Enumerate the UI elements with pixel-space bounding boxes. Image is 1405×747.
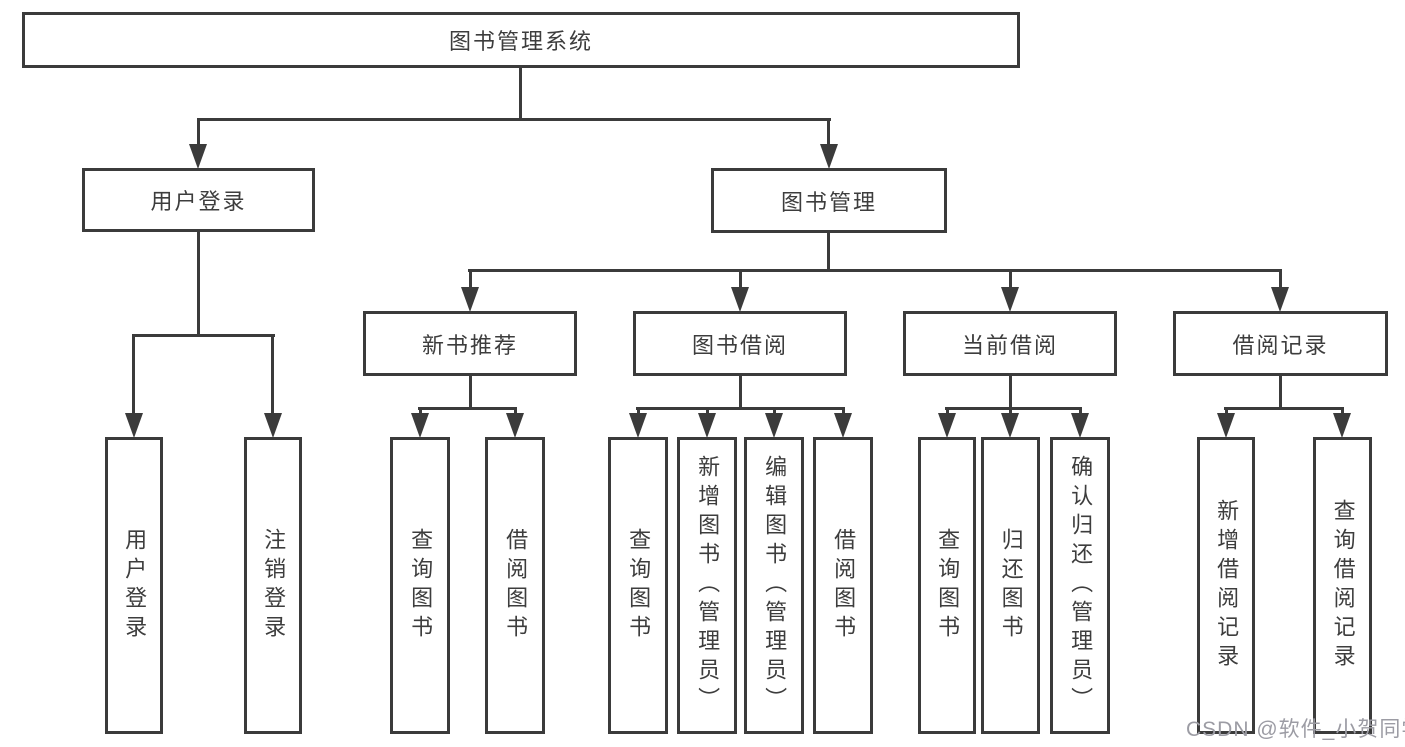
node-library-management-system: 图书管理系统 — [22, 12, 1020, 68]
arrow-into-leaf-borrow-book-borrowing — [834, 413, 852, 438]
connector-user-login-branch — [132, 334, 275, 337]
leaf-borrow-book-borrowing: 借阅图书 — [813, 437, 873, 734]
connector-drop-leaf — [1225, 407, 1228, 417]
arrow-into-leaf-query-books-current — [938, 413, 956, 438]
connector-new-book-recommend-branch — [418, 407, 517, 410]
arrow-into-leaf-logout — [264, 413, 282, 438]
leaf-label: 新增借阅记录 — [1214, 498, 1240, 673]
connector-borrowing-records-stem — [1279, 374, 1282, 410]
connector-drop-book-borrowing — [739, 269, 742, 291]
leaf-query-books-recommend: 查询图书 — [390, 437, 450, 734]
connector-drop-leaf — [637, 407, 640, 417]
arrow-into-leaf-edit-book-admin — [765, 413, 783, 438]
leaf-return-book: 归还图书 — [981, 437, 1040, 734]
arrow-into-leaf-query-books-borrowing — [629, 413, 647, 438]
connector-drop-leaf — [946, 407, 949, 417]
arrow-into-book-borrowing — [731, 287, 749, 312]
connector-drop-leaf — [1341, 407, 1344, 417]
node-current-borrowing: 当前借阅 — [903, 311, 1117, 376]
connector-drop-current-borrowing — [1009, 269, 1012, 291]
leaf-query-books-current: 查询图书 — [918, 437, 976, 734]
leaf-borrow-book-recommend: 借阅图书 — [485, 437, 545, 734]
leaf-label: 注销登录 — [261, 527, 287, 644]
arrow-into-current-borrowing — [1001, 287, 1019, 312]
arrow-into-leaf-user-login — [125, 413, 143, 438]
node-new-book-recommend: 新书推荐 — [363, 311, 577, 376]
leaf-label: 查询图书 — [408, 527, 434, 644]
node-label: 图书管理系统 — [448, 29, 593, 54]
connector-drop-user-login — [197, 118, 200, 148]
arrow-into-leaf-return-book — [1001, 413, 1019, 438]
node-label: 图书借阅 — [691, 332, 788, 358]
leaf-label: 确认归还（管理员） — [1068, 455, 1094, 716]
connector-drop-leaf — [419, 407, 422, 417]
arrow-into-leaf-add-borrow-record — [1217, 413, 1235, 438]
connector-drop-leaf — [773, 407, 776, 417]
connector-borrowing-records-branch — [1224, 407, 1344, 410]
leaf-label: 查询借阅记录 — [1330, 498, 1356, 673]
arrow-into-book-management — [820, 144, 838, 169]
leaf-label: 编辑图书（管理员） — [762, 455, 788, 716]
node-borrowing-records: 借阅记录 — [1173, 311, 1388, 376]
leaf-label: 借阅图书 — [831, 527, 857, 644]
connector-drop-leaf — [842, 407, 845, 417]
csdn-watermark: CSDN @软件_小贺同学 — [1186, 718, 1405, 741]
leaf-edit-book-admin: 编辑图书（管理员） — [744, 437, 804, 734]
connector-drop-book-management — [827, 118, 830, 148]
arrow-into-leaf-borrow-book-recommend — [506, 413, 524, 438]
connector-root-branch — [197, 118, 831, 121]
connector-new-book-recommend-stem — [469, 374, 472, 410]
leaf-label: 借阅图书 — [503, 527, 529, 644]
connector-drop-leaf-logout — [271, 334, 274, 416]
leaf-label: 归还图书 — [998, 527, 1024, 644]
connector-drop-leaf — [706, 407, 709, 417]
leaf-logout: 注销登录 — [244, 437, 302, 734]
connector-drop-leaf — [1079, 407, 1082, 417]
connector-drop-leaf-user-login — [132, 334, 135, 416]
connector-user-login-stem — [197, 230, 200, 337]
arrow-into-user-login — [189, 144, 207, 169]
node-label: 借阅记录 — [1232, 332, 1329, 358]
leaf-add-book-admin: 新增图书（管理员） — [677, 437, 737, 734]
connector-root-stem — [519, 66, 522, 120]
arrow-into-leaf-query-borrow-record — [1333, 413, 1351, 438]
node-book-management: 图书管理 — [711, 168, 947, 233]
leaf-label: 新增图书（管理员） — [695, 455, 721, 716]
leaf-confirm-return-admin: 确认归还（管理员） — [1050, 437, 1110, 734]
node-user-login: 用户登录 — [82, 168, 315, 232]
arrow-into-borrowing-records — [1271, 287, 1289, 312]
leaf-user-login: 用户登录 — [105, 437, 163, 734]
connector-book-borrowing-stem — [739, 374, 742, 410]
connector-book-management-branch — [468, 269, 1282, 272]
node-label: 当前借阅 — [961, 332, 1058, 358]
connector-drop-leaf — [1009, 407, 1012, 417]
node-label: 用户登录 — [150, 189, 247, 214]
connector-current-borrowing-branch — [945, 407, 1082, 410]
arrow-into-new-book-recommend — [461, 287, 479, 312]
connector-drop-borrowing-records — [1279, 269, 1282, 291]
node-book-borrowing: 图书借阅 — [633, 311, 847, 376]
connector-book-borrowing-branch — [636, 407, 845, 410]
leaf-label: 查询图书 — [935, 527, 961, 644]
leaf-add-borrow-record: 新增借阅记录 — [1197, 437, 1255, 734]
arrow-into-leaf-add-book-admin — [698, 413, 716, 438]
leaf-label: 用户登录 — [122, 527, 148, 644]
node-label: 图书管理 — [780, 189, 877, 215]
leaf-query-borrow-record: 查询借阅记录 — [1313, 437, 1372, 734]
connector-book-management-stem — [827, 231, 830, 272]
node-label: 新书推荐 — [421, 332, 518, 358]
arrow-into-leaf-query-books-recommend — [411, 413, 429, 438]
connector-drop-new-book-recommend — [469, 269, 472, 291]
leaf-label: 查询图书 — [626, 527, 652, 644]
connector-current-borrowing-stem — [1009, 374, 1012, 410]
arrow-into-leaf-confirm-return-admin — [1071, 413, 1089, 438]
connector-drop-leaf — [514, 407, 517, 417]
leaf-query-books-borrowing: 查询图书 — [608, 437, 668, 734]
